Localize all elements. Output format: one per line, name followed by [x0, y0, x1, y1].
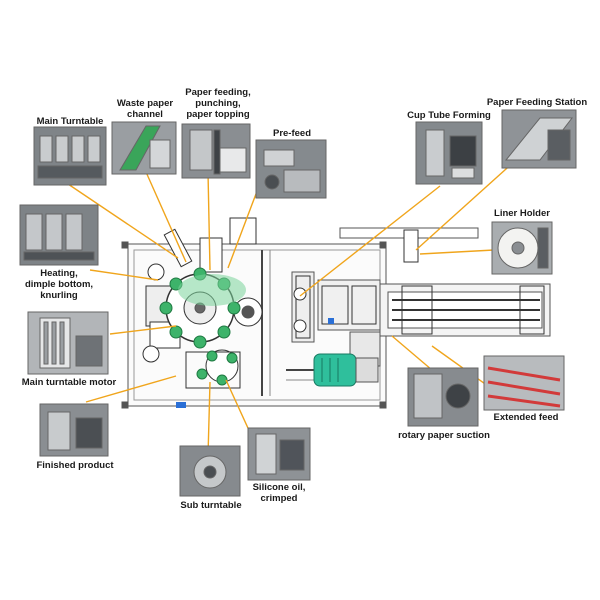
sensor-marks	[176, 318, 334, 408]
teal-drive-motor	[313, 353, 379, 387]
machine-frame	[121, 217, 551, 409]
leader-lines	[67, 159, 517, 457]
label-cup-tube-forming: Cup Tube Forming	[407, 110, 491, 121]
label-main-turntable: Main Turntable	[36, 116, 104, 127]
label-heating-dimple-knurling: Heating, dimple bottom, knurling	[24, 268, 94, 301]
label-finished-product: Finished product	[36, 460, 114, 471]
label-rotary-paper-suction: rotary paper suction	[398, 430, 490, 441]
punching-photo	[181, 123, 251, 179]
label-silicone-oil-crimped: Silicone oil, crimped	[252, 482, 306, 504]
crimp-photo	[247, 427, 311, 481]
label-main-turntable-motor: Main turntable motor	[21, 377, 117, 388]
motor-photo	[27, 311, 109, 375]
label-sub-turntable: Sub turntable	[180, 500, 242, 511]
label-pre-feed: Pre-feed	[272, 128, 311, 139]
label-paper-feeding-punching-topping: Paper feeding, punching, paper topping	[185, 87, 251, 120]
green-channel-photo	[111, 121, 177, 175]
turntable-highlight	[178, 274, 246, 306]
heater-photo	[19, 204, 99, 266]
prefeed-photo	[255, 139, 327, 199]
conveyor-photo	[483, 355, 565, 411]
label-liner-holder: Liner Holder	[494, 208, 550, 219]
turntable-photo	[33, 126, 107, 186]
label-waste-paper-channel: Waste paper channel	[116, 98, 174, 120]
label-paper-feeding-station: Paper Feeding Station	[486, 97, 588, 108]
suction-photo	[407, 367, 479, 427]
callout-photos	[19, 109, 577, 497]
sub-turntable-photo	[179, 445, 241, 497]
tube-forming-photo	[415, 121, 483, 185]
paper-roll-photo	[491, 221, 553, 275]
label-extended-feed: Extended feed	[493, 412, 559, 423]
feeding-station-photo	[501, 109, 577, 169]
finished-photo	[39, 403, 109, 457]
